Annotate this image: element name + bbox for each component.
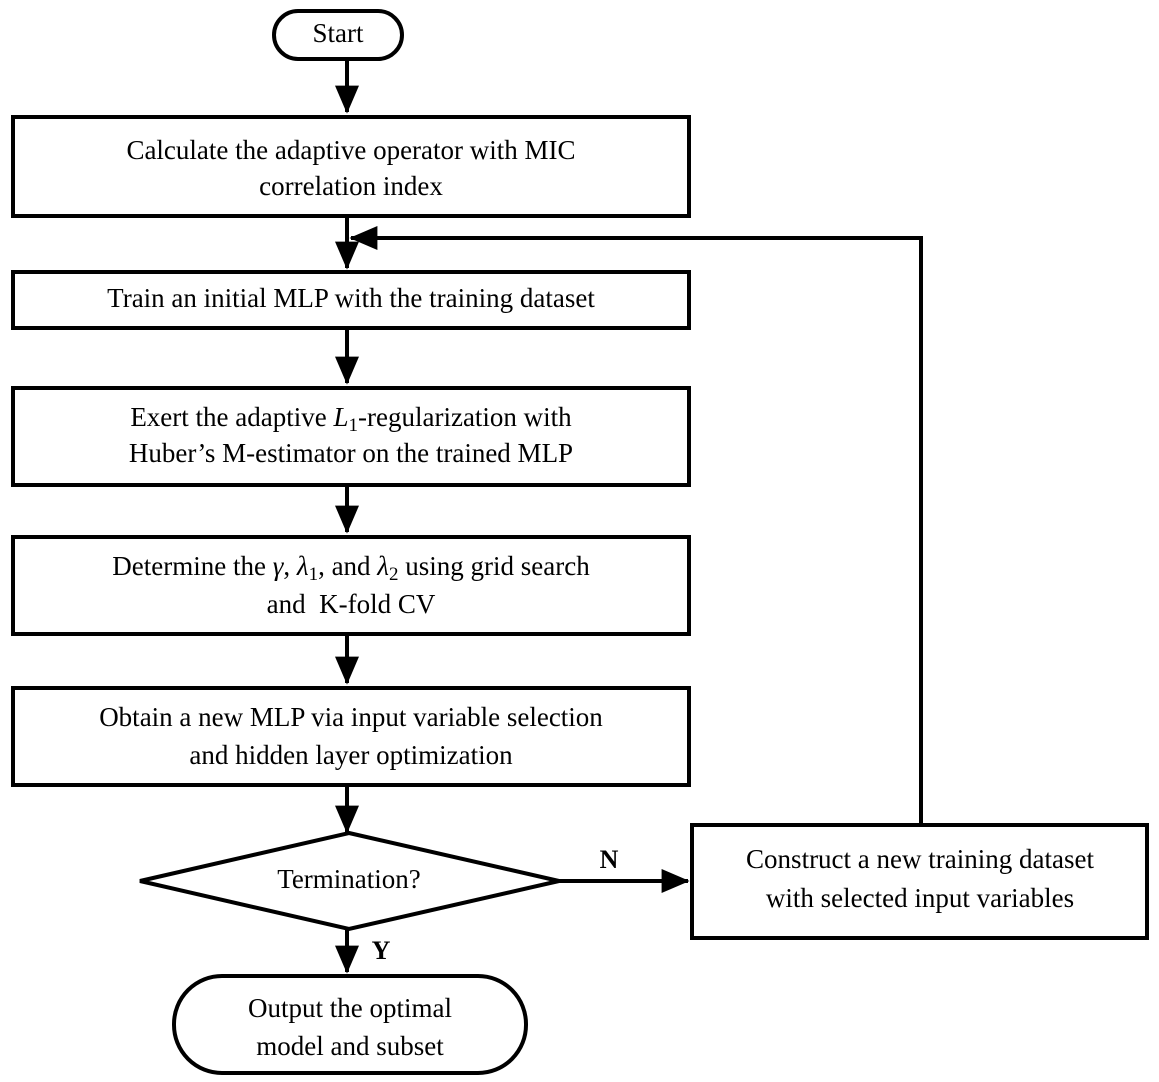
output-model-shape[interactable] [172,974,528,1075]
construct-dataset-line2: with selected input variables [766,883,1074,913]
determine-line1-part-d: using grid search [399,551,591,581]
node-determine-params[interactable]: Determine the γ, λ1, and λ2 using grid s… [11,535,691,636]
determine-line1-lambda2: λ [376,551,389,581]
determine-line1-sub2: 2 [389,564,399,585]
train-mlp-line1: Train an initial MLP with the training d… [107,283,595,313]
node-obtain-mlp[interactable]: Obtain a new MLP via input variable sele… [11,686,691,787]
node-output-model[interactable]: Output the optimal model and subset [172,974,528,1075]
calculate-operator-line1: Calculate the adaptive operator with MIC [126,135,575,165]
construct-dataset-shape[interactable] [690,823,1149,940]
termination-label: Termination? [277,864,421,894]
branch-label-no: N [600,845,619,874]
exert-line1-L: L [332,402,348,432]
obtain-mlp-shape[interactable] [11,686,691,787]
exert-line1-part-b: -regularization with [358,402,572,432]
node-termination-decision[interactable]: Termination? [139,830,560,932]
obtain-mlp-line2: and hidden layer optimization [189,740,513,770]
exert-regularization-line1: Exert the adaptive L1-regularization wit… [130,402,572,436]
determine-params-line2: and K-fold CV [267,589,436,619]
start-label: Start [313,18,364,48]
exert-regularization-line2: Huber’s M-estimator on the trained MLP [129,438,573,468]
exert-regularization-shape[interactable] [11,386,691,487]
construct-dataset-line1: Construct a new training dataset [746,844,1094,874]
output-model-line2: model and subset [256,1031,444,1061]
node-calculate-operator[interactable]: Calculate the adaptive operator with MIC… [11,115,691,218]
determine-line1-part-b: , [283,551,297,581]
termination-diamond-shape[interactable] [139,830,560,932]
exert-line1-subscript: 1 [349,415,359,436]
output-model-line1: Output the optimal [248,993,452,1023]
obtain-mlp-line1: Obtain a new MLP via input variable sele… [99,702,603,732]
determine-params-line1: Determine the γ, λ1, and λ2 using grid s… [112,551,590,585]
determine-line1-part-c: , and [318,551,377,581]
edge-feedback-loop [349,226,923,825]
node-train-mlp[interactable]: Train an initial MLP with the training d… [11,270,691,330]
calculate-operator-shape[interactable] [11,115,691,218]
determine-line1-part-a: Determine the [112,551,272,581]
node-exert-regularization[interactable]: Exert the adaptive L1-regularization wit… [11,386,691,487]
connector-layer [335,60,923,974]
node-start[interactable]: Start [272,9,404,61]
train-mlp-shape[interactable] [11,270,691,330]
determine-line1-lambda1: λ [296,551,309,581]
determine-line1-sub1: 1 [309,564,319,585]
determine-line1-gamma: γ [273,551,285,581]
calculate-operator-line2: correlation index [259,171,443,201]
branch-label-yes: Y [372,936,391,965]
determine-params-shape[interactable] [11,535,691,636]
start-shape[interactable] [272,9,404,61]
node-construct-dataset[interactable]: Construct a new training dataset with se… [690,823,1149,940]
exert-line1-part-a: Exert the adaptive [130,402,333,432]
